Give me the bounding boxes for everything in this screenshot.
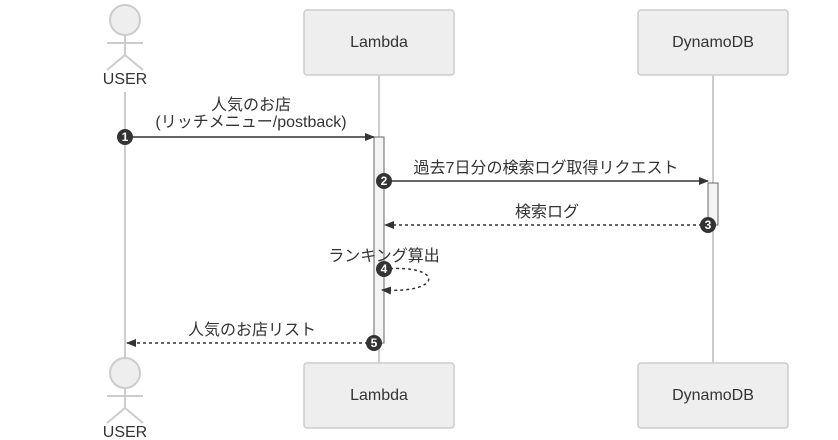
- message-label-line: (リッチメニュー/postback): [155, 114, 346, 131]
- actor-leg-right: [124, 54, 144, 71]
- message-label-line: ランキング算出: [328, 246, 440, 265]
- actor-label: USER: [103, 424, 147, 440]
- sequence-number: 3: [705, 218, 712, 232]
- message-3: 検索ログ 3: [384, 203, 716, 233]
- participant-box: [303, 9, 455, 76]
- participant-label: DynamoDB: [672, 34, 754, 51]
- sequence-number-badge: [366, 335, 382, 351]
- participant-lambda-top: Lambda: [303, 9, 455, 76]
- participant-box: [303, 362, 455, 429]
- sequence-number: 4: [381, 262, 388, 276]
- actor-head: [109, 4, 141, 36]
- sequence-number-badge: [700, 217, 716, 233]
- message-label-line: 人気のお店: [211, 96, 291, 114]
- participant-box: [637, 362, 789, 429]
- activation-lambda: [373, 136, 385, 344]
- sequence-number: 5: [371, 336, 378, 350]
- participant-dynamodb-bottom: DynamoDB: [637, 362, 789, 429]
- participant-dynamodb-top: DynamoDB: [637, 9, 789, 76]
- actor-head: [109, 357, 141, 389]
- participant-label: Lambda: [350, 34, 408, 51]
- participant-box: [637, 9, 789, 76]
- sequence-number: 1: [122, 130, 129, 144]
- participant-label: DynamoDB: [672, 387, 754, 404]
- actor-user-bottom: USER: [103, 357, 147, 440]
- actor-leg-right: [124, 407, 144, 424]
- sequence-number-badge: [376, 173, 392, 189]
- actor-leg-left: [106, 407, 126, 424]
- message-label-line: 人気のお店リスト: [188, 321, 316, 339]
- message-5: 人気のお店リスト 5: [126, 321, 382, 351]
- sequence-number: 2: [381, 174, 388, 188]
- participant-lambda-bottom: Lambda: [303, 362, 455, 429]
- message-4: ランキング算出 4: [328, 246, 440, 295]
- actor-leg-left: [106, 54, 126, 71]
- sequence-number-badge: [117, 129, 133, 145]
- participant-label: Lambda: [350, 387, 408, 404]
- message-label-line: 検索ログ: [515, 203, 579, 221]
- message-1: 人気のお店 (リッチメニュー/postback) 1: [117, 96, 375, 145]
- message-label-line: 過去7日分の検索ログ取得リクエスト: [414, 159, 679, 177]
- message-self-loop: [381, 267, 430, 295]
- sequence-number-badge: [376, 261, 392, 277]
- actor-user-top: USER: [103, 4, 147, 88]
- message-2: 過去7日分の検索ログ取得リクエスト 2: [376, 159, 709, 189]
- actor-label: USER: [103, 71, 147, 88]
